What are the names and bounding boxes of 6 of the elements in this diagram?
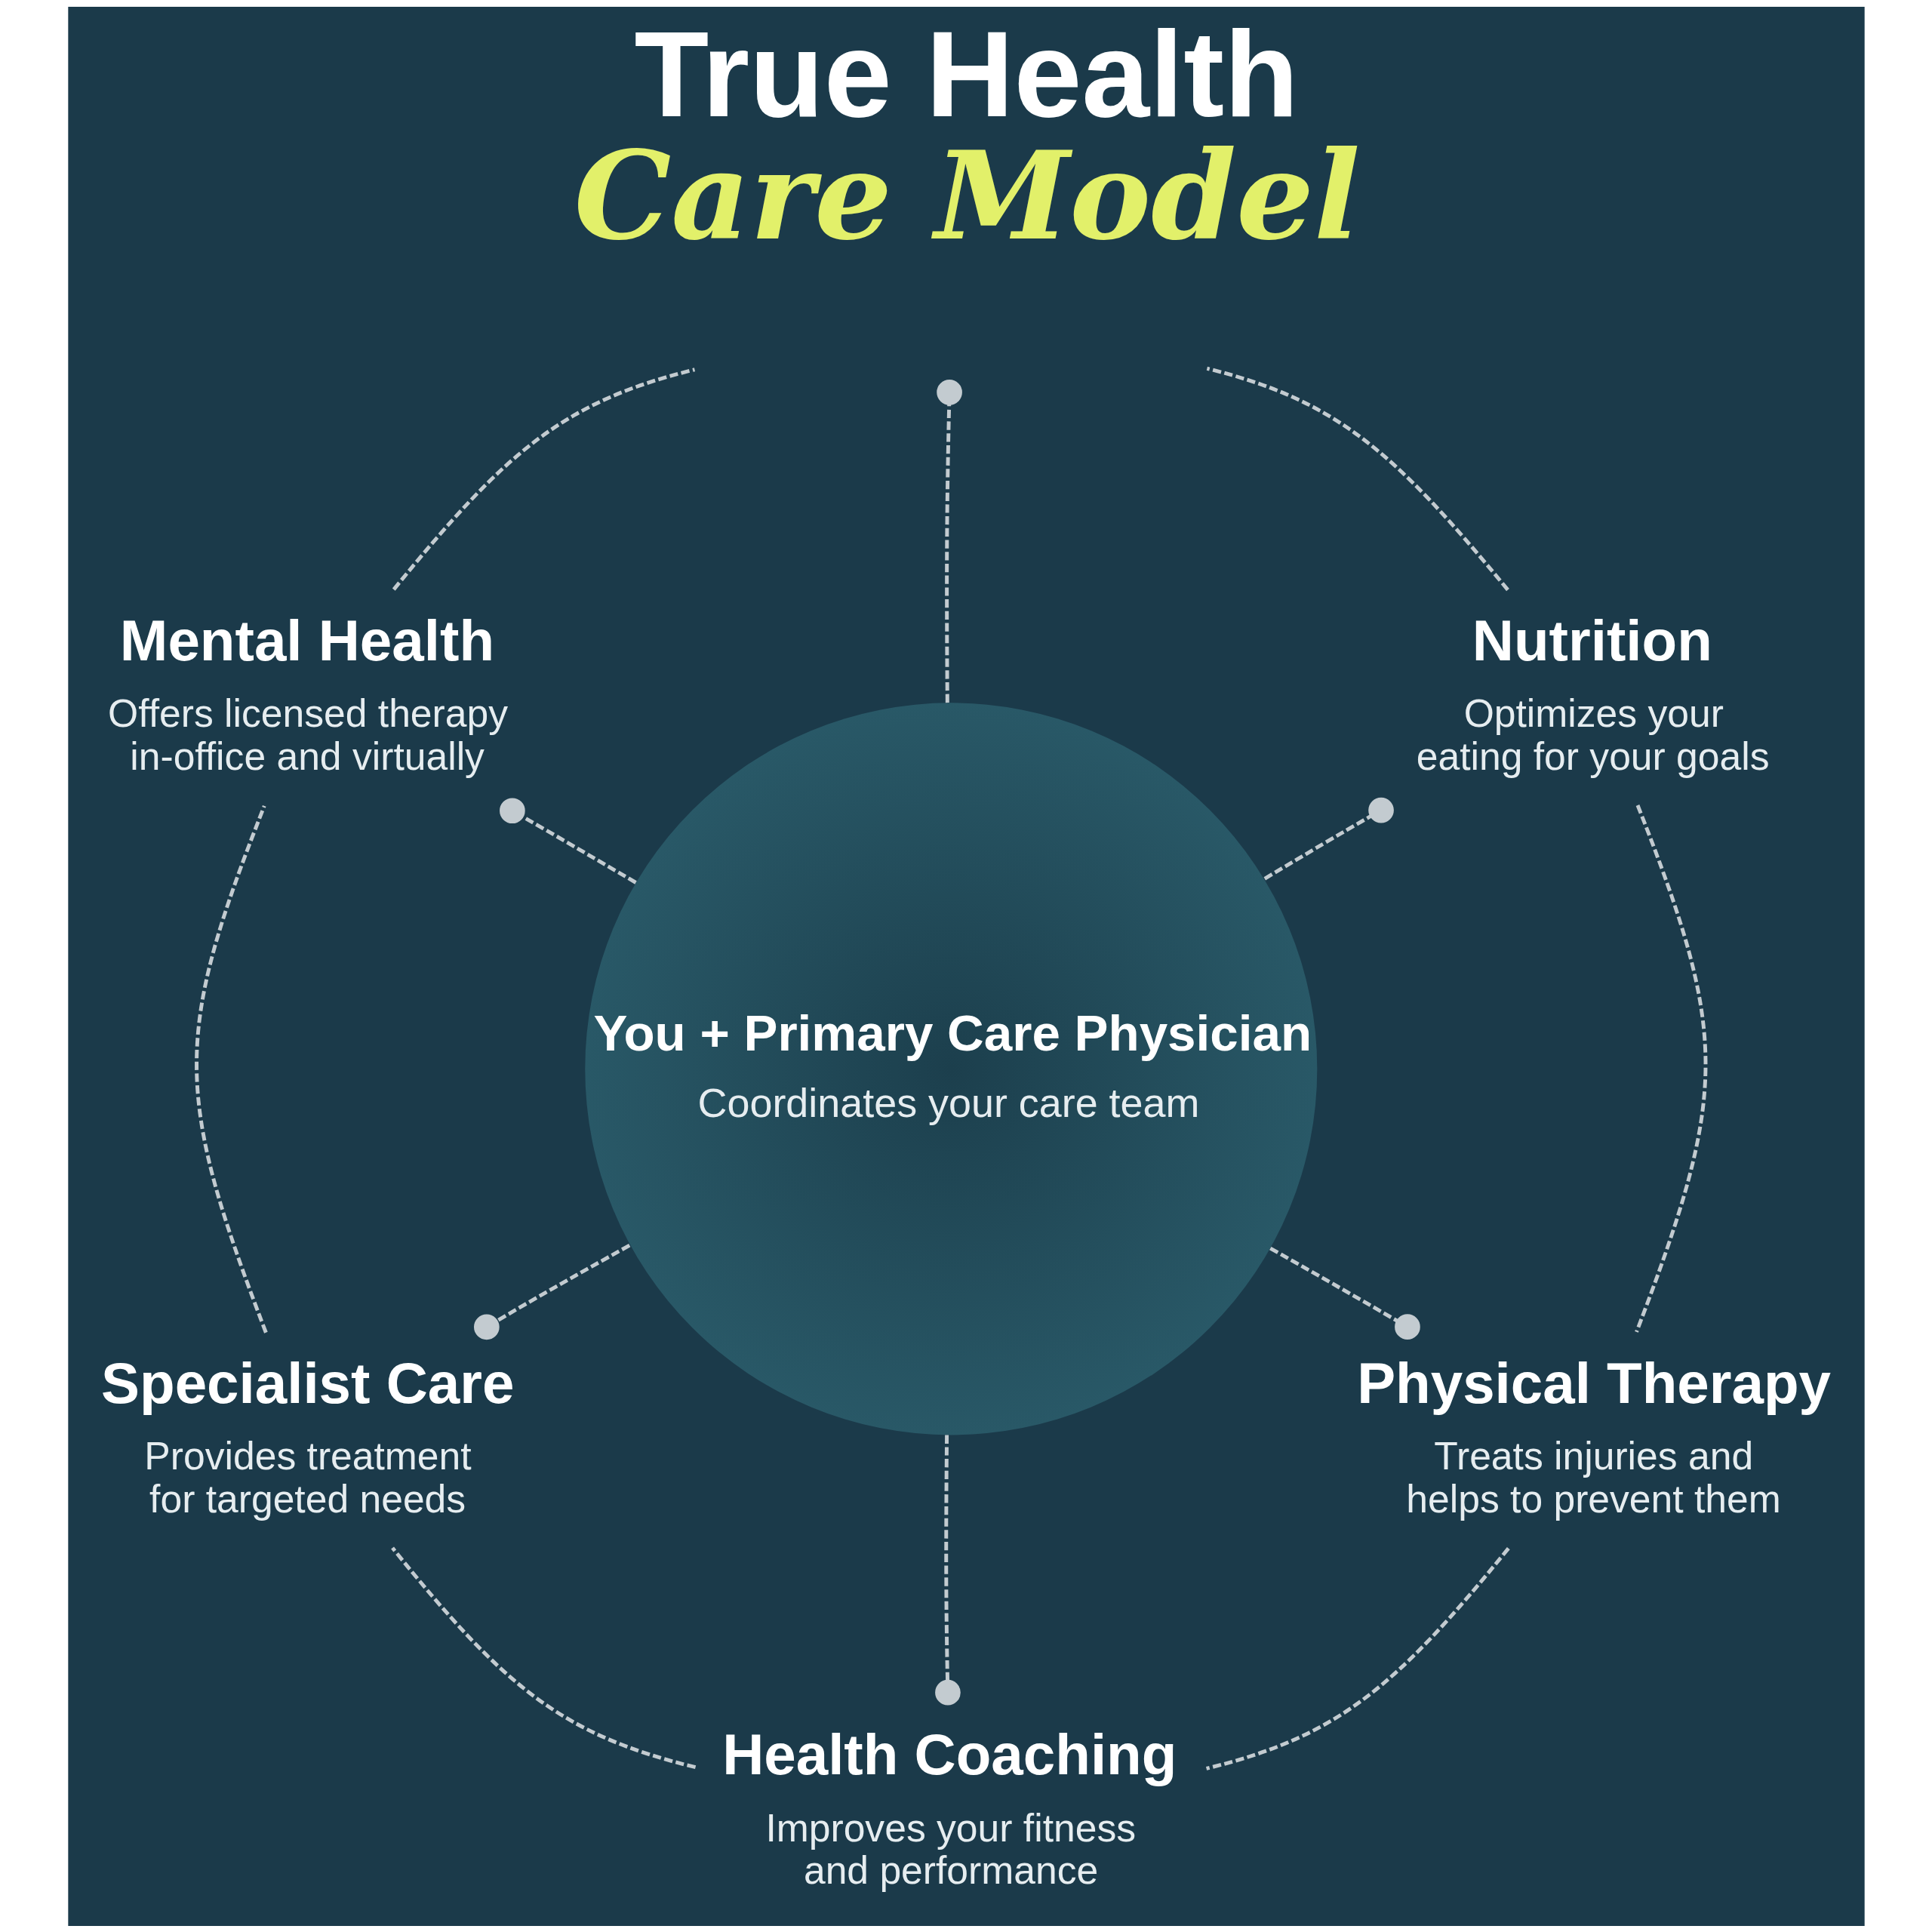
node-text: Physical Therapy Treats injuries and helps to prevent them <box>1356 1350 1831 1521</box>
node-text: Nutrition Optimizes your eating for your goals <box>1416 608 1770 778</box>
node-text: Specialist Care Provides treatment for targeted needs <box>100 1350 514 1521</box>
diagram-title: True Health Care Model <box>574 5 1360 267</box>
node-text: Mental Health Offers licensed therapy in-office and virtually <box>107 608 508 778</box>
node-text: Health Coaching Improves your fitness and performance <box>721 1721 1177 1892</box>
